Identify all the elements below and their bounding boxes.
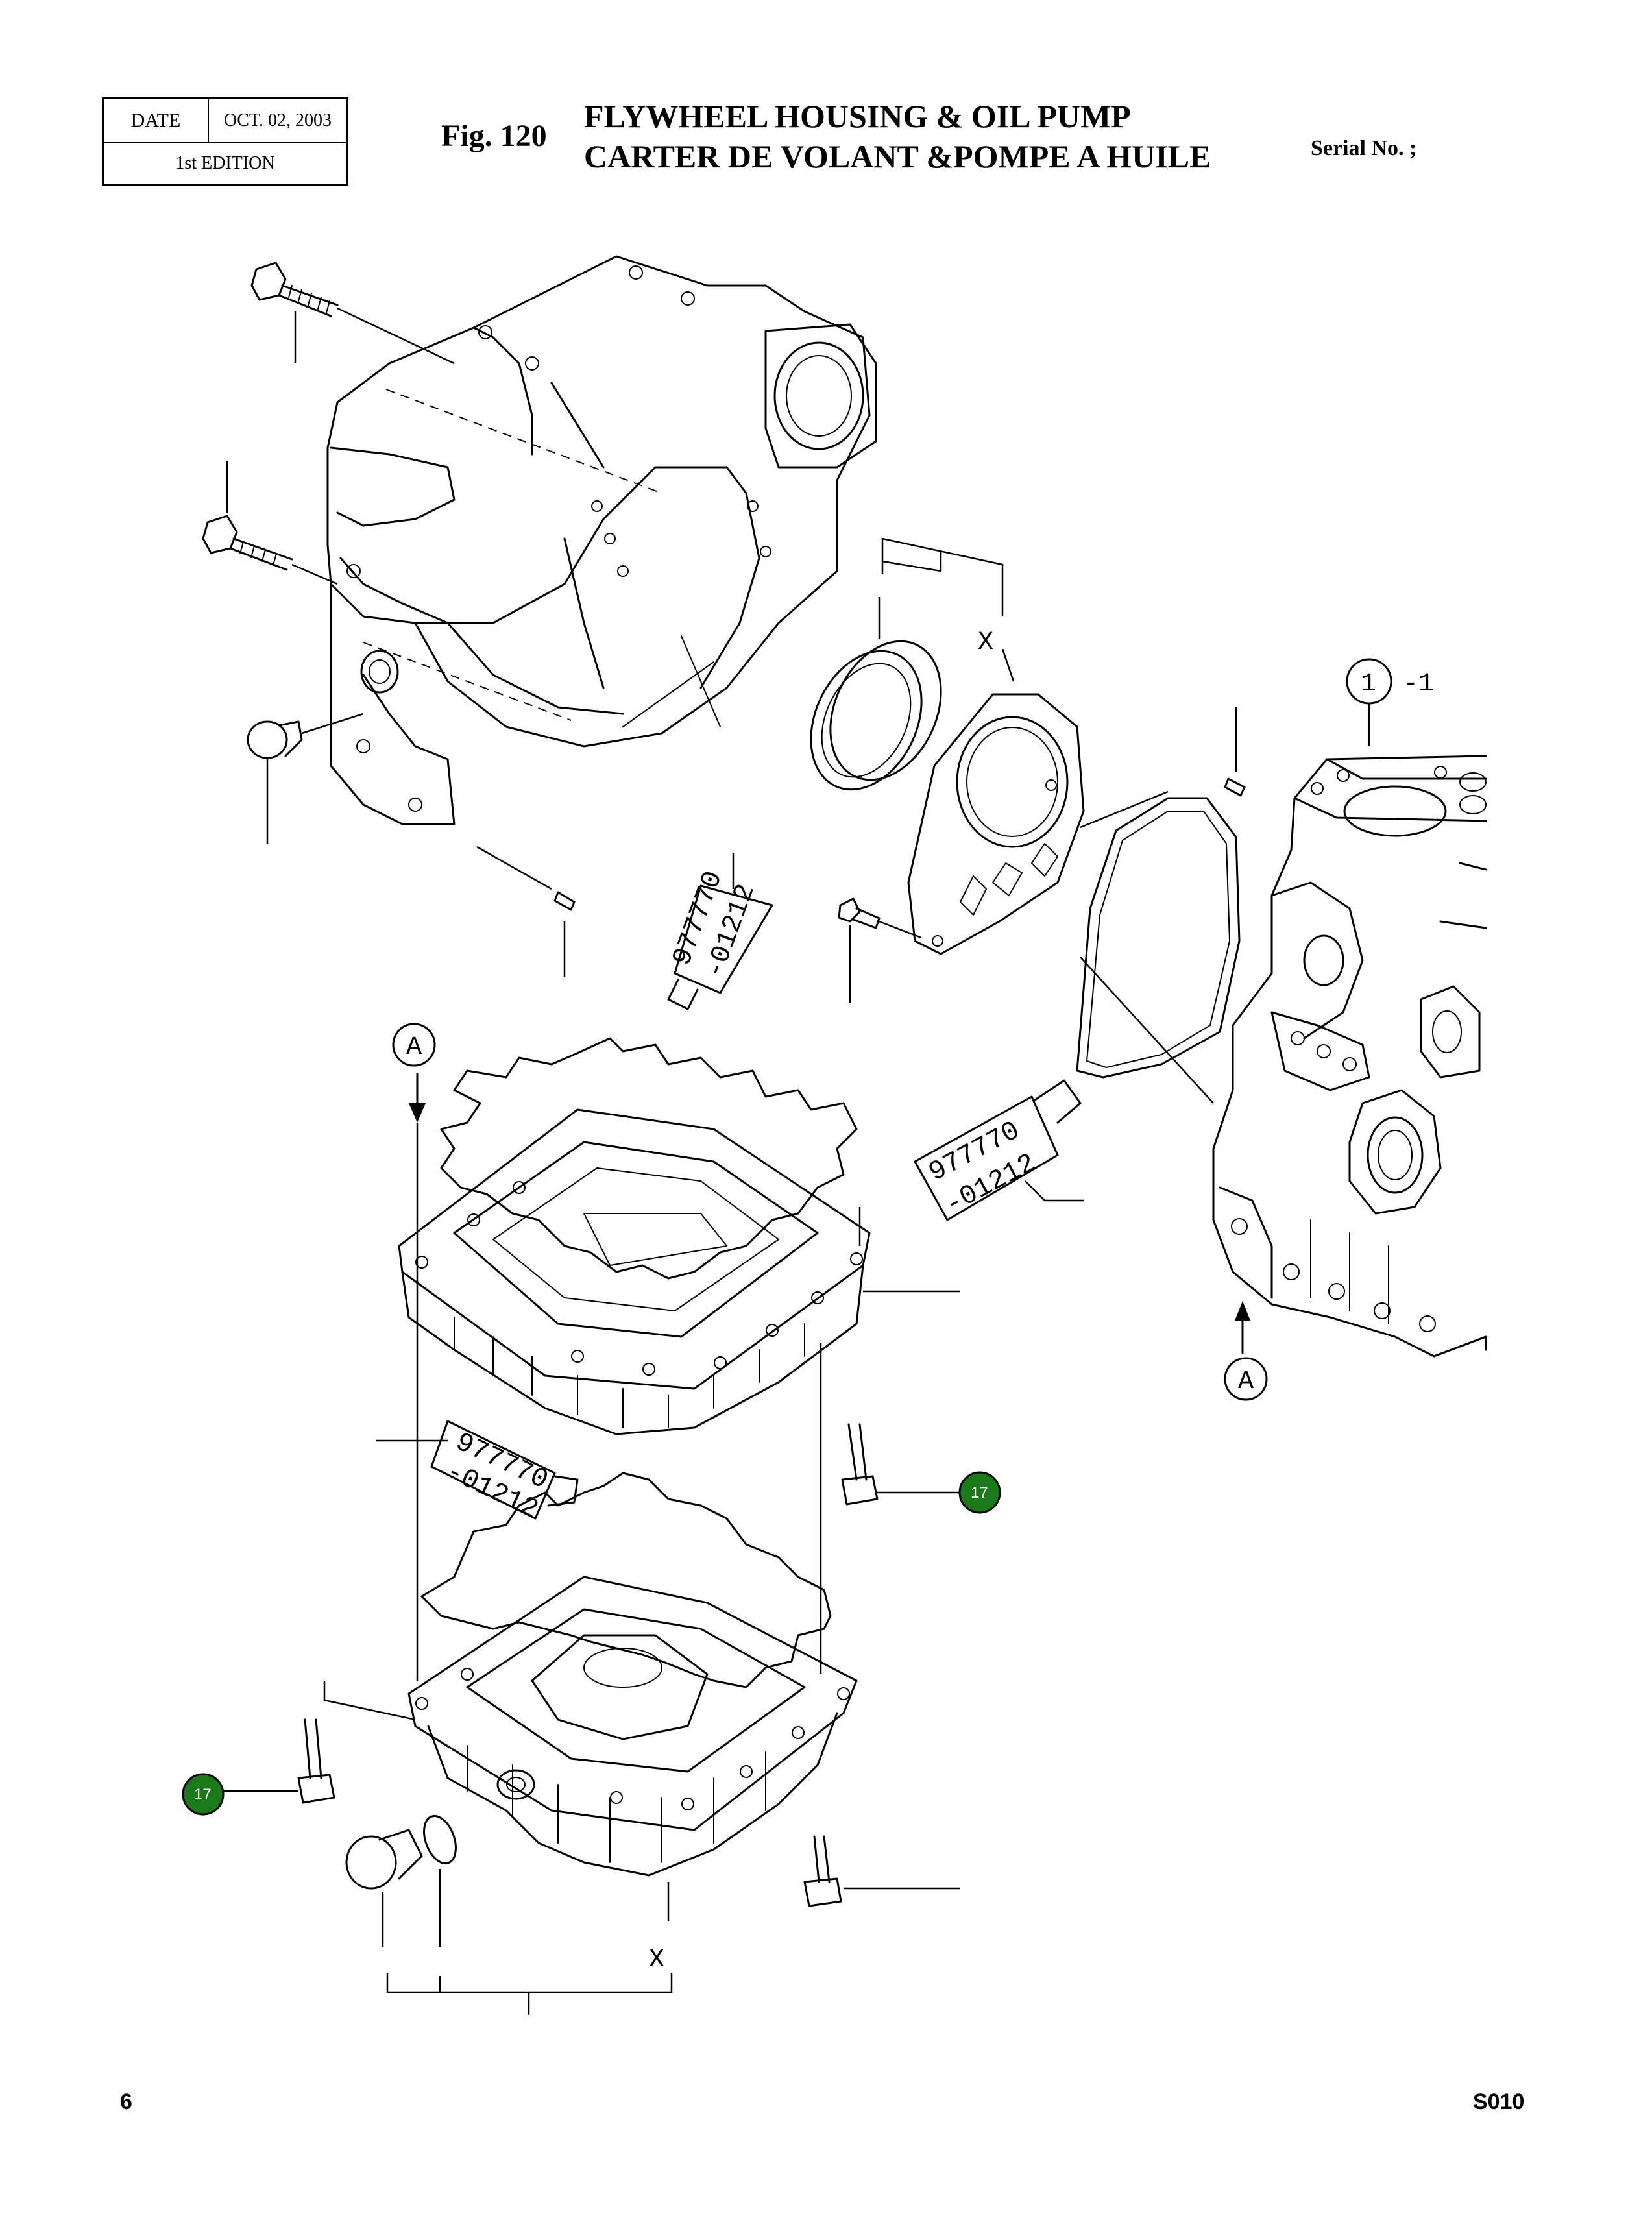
date-edition-box: DATE OCT. 02, 2003 1st EDITION (102, 97, 348, 186)
dowel-pin-right (1224, 707, 1246, 797)
drain-o-ring (423, 1815, 457, 1947)
kit-marker-bottom: X (649, 1945, 664, 1975)
drain-plug (345, 1829, 423, 1947)
oil-seal (810, 597, 942, 791)
figure-number: Fig. 120 (441, 119, 547, 153)
lower-oil-pan-gasket (420, 1472, 832, 1688)
assembly-reference-callout: 1 -1 (1346, 658, 1434, 705)
part-badge-left: 17 (182, 1773, 225, 1816)
oil-pan-bolt-right (841, 1423, 960, 1506)
badge-right-label: 17 (971, 1484, 988, 1502)
kit-bracket-top: X (881, 537, 1004, 657)
sealant-tube-lower: 977770 -01212 (376, 1420, 579, 1526)
assembly-ref-suffix: -1 (1403, 670, 1434, 699)
dowel-pin-left (476, 846, 576, 977)
date-label: DATE (104, 99, 209, 142)
cylinder-block (1080, 704, 1487, 1358)
sealant-tube-upper: 977770 -01212 (666, 853, 773, 1010)
date-row: DATE OCT. 02, 2003 (104, 99, 346, 143)
kit-bracket-bottom: X (386, 1945, 673, 2015)
oil-pan-bolt-bottom (803, 1835, 960, 1907)
pump-cover-bolt (838, 897, 922, 1003)
document-code: S010 (1473, 2090, 1525, 2114)
oil-pan-bolt-left (221, 1718, 335, 1804)
ref-a-top-label: A (406, 1033, 422, 1062)
housing-bolt-lower (202, 461, 338, 585)
sealant-tube-right: 977770 -01212 (914, 1079, 1084, 1221)
upper-oil-pan-gasket (440, 1037, 858, 1280)
assembly-ref-number: 1 (1361, 670, 1376, 699)
flywheel-housing (326, 255, 877, 825)
oil-pump-cover-plate (907, 648, 1085, 955)
oil-pump-gasket (1076, 790, 1241, 1079)
date-value: OCT. 02, 2003 (224, 110, 332, 130)
housing-bolt-upper (250, 262, 455, 365)
part-badge-right: 17 (958, 1471, 1001, 1514)
oil-pan-upper-case (398, 1108, 960, 1674)
edition-label: 1st EDITION (175, 153, 275, 173)
kit-marker-top: X (978, 628, 993, 657)
housing-plug (247, 713, 364, 844)
page-number: 6 (120, 2090, 132, 2114)
serial-number-label: Serial No. ; (1311, 136, 1417, 160)
title-english: FLYWHEEL HOUSING & OIL PUMP (584, 98, 1131, 134)
title-french: CARTER DE VOLANT &POMPE A HUILE (584, 138, 1211, 175)
reference-marker-a-right: A (1224, 1301, 1268, 1401)
badge-left-label: 17 (194, 1786, 212, 1803)
ref-a-right-label: A (1238, 1367, 1254, 1396)
reference-marker-a-top: A (392, 1023, 436, 1681)
oil-pan-lower (323, 1576, 858, 1921)
